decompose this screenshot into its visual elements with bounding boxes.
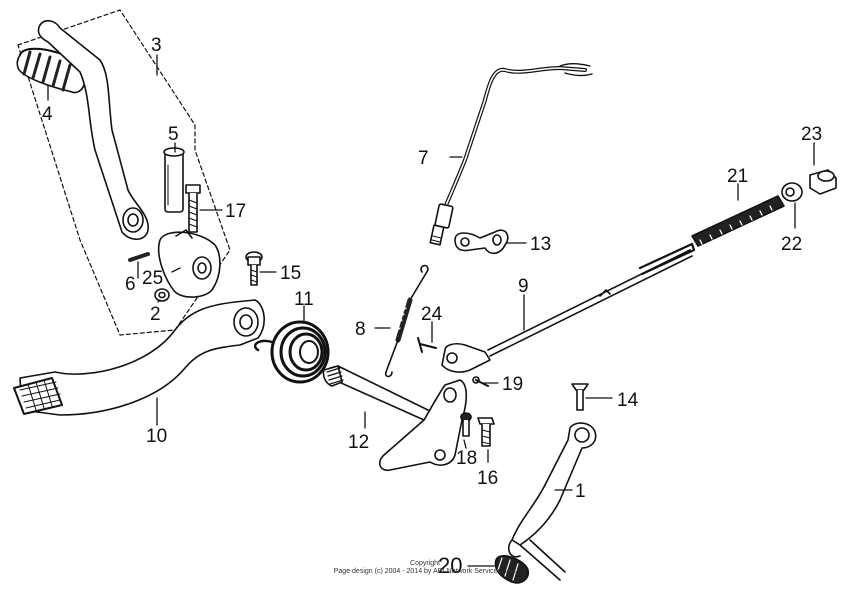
part-19-cotter-pin[interactable] [472,376,489,387]
part-24-pin[interactable] [417,337,437,353]
copyright-notice: Copyright Page design (c) 2004 - 2014 by… [300,560,550,576]
copyright-line-1: Copyright [410,560,440,567]
part-6-spring-pin[interactable] [128,252,150,262]
label-9: 9 [518,276,529,297]
part-7-cable[interactable] [429,63,593,246]
part-3-kick-arm[interactable] [37,19,149,241]
part-17-bolt[interactable] [185,184,201,233]
label-1: 1 [575,481,586,502]
subassembly-boundary [17,9,231,336]
part-15-bolt[interactable] [245,251,263,286]
part-18-bolt[interactable] [460,412,472,437]
label-23: 23 [801,124,822,145]
part-14-bolt[interactable] [571,383,589,411]
label-22: 22 [781,234,802,255]
part-8-spring[interactable] [384,264,429,378]
part-25-joint[interactable] [157,229,221,298]
label-14: 14 [617,390,639,411]
label-7: 7 [418,148,429,169]
label-2: 2 [150,304,161,325]
label-24: 24 [421,304,443,325]
part-22-joint[interactable] [781,182,803,202]
part-1-brake-arm[interactable] [508,422,597,581]
label-13: 13 [530,234,551,255]
label-21: 21 [727,166,748,187]
label-15: 15 [280,263,301,284]
copyright-line-2: Page design (c) 2004 - 2014 by ARI Netwo… [333,568,517,575]
part-20-grip-rubber[interactable] [494,555,530,584]
label-5: 5 [168,124,179,145]
leader-lines [47,54,815,567]
part-23-adjust-nut[interactable] [809,169,837,195]
part-2-washer[interactable] [154,288,170,302]
label-3: 3 [151,35,162,56]
part-12-shift-spindle[interactable] [322,365,468,472]
label-10: 10 [146,426,167,447]
label-6: 6 [125,274,136,295]
label-17: 17 [225,201,246,222]
label-19: 19 [502,374,523,395]
label-16: 16 [477,468,498,489]
part-5-pin[interactable] [163,147,185,213]
label-8: 8 [355,319,366,340]
label-20: 20 [438,553,462,578]
label-18: 18 [456,448,477,469]
part-11-return-spring[interactable] [253,320,330,384]
label-4: 4 [42,104,53,125]
part-10-shift-pedal[interactable] [13,299,265,416]
label-25: 25 [142,268,163,289]
label-11: 11 [294,289,314,310]
part-21-spring[interactable] [638,195,785,276]
label-12: 12 [348,432,369,453]
part-16-bolt[interactable] [477,417,495,447]
part-labels: 3 4 5 17 6 25 2 15 11 10 7 13 8 24 9 19 … [42,35,822,578]
part-13-bracket[interactable] [454,229,509,255]
